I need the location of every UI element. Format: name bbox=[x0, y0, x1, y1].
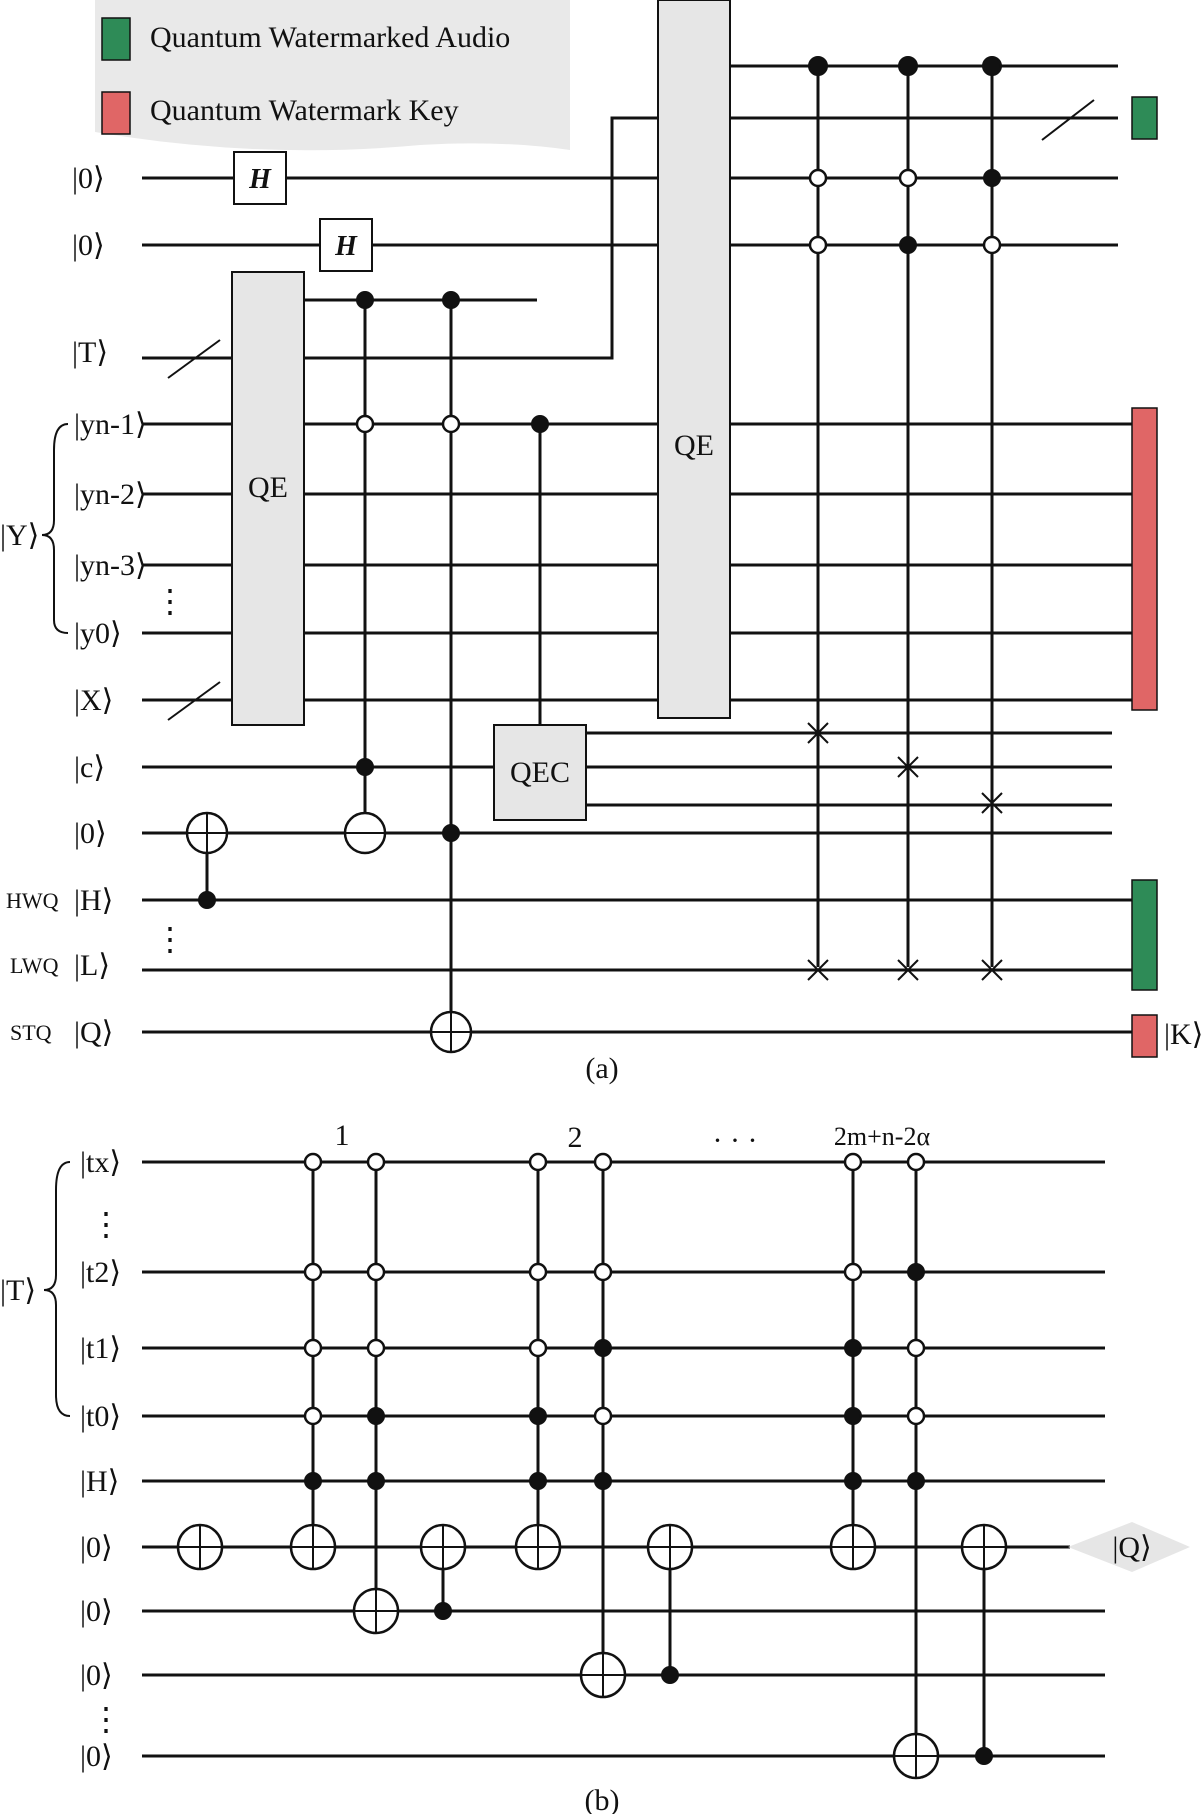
hadamard-gate-1-label: H bbox=[248, 164, 272, 195]
qubit-prefix-lwq: LWQ bbox=[10, 953, 59, 978]
qubit-label-a-12: |Q⟩ bbox=[74, 1016, 113, 1049]
output-audio-bar-bottom bbox=[1131, 879, 1158, 991]
qubit-label-b-7: |0⟩ bbox=[80, 1659, 113, 1692]
legend-label-key: Quantum Watermark Key bbox=[150, 94, 459, 127]
qubit-label-a-11: |L⟩ bbox=[74, 949, 110, 982]
legend-swatch-key bbox=[101, 91, 131, 135]
output-key-bar bbox=[1131, 407, 1158, 711]
step-ellipsis: · · · bbox=[713, 1124, 758, 1157]
qubit-label-b-8: |0⟩ bbox=[80, 1740, 113, 1773]
group-label-t: |T⟩ bbox=[0, 1274, 36, 1307]
output-q-label: |Q⟩ bbox=[1112, 1531, 1151, 1564]
qubit-label-b-1: |t2⟩ bbox=[80, 1256, 121, 1289]
qubit-label-a-6: |y0⟩ bbox=[74, 617, 122, 650]
group-label-y: |Y⟩ bbox=[0, 519, 39, 552]
qubit-prefix-hwq: HWQ bbox=[6, 888, 59, 913]
qubit-label-a-9: |0⟩ bbox=[74, 817, 107, 850]
group-brace-t bbox=[43, 1161, 71, 1417]
caption-a: (a) bbox=[585, 1052, 618, 1085]
qubit-label-b-6: |0⟩ bbox=[80, 1595, 113, 1628]
hadamard-gate-2-label: H bbox=[334, 231, 358, 262]
qubit-label-a-0: |0⟩ bbox=[72, 162, 105, 195]
legend: Quantum Watermarked Audio Quantum Waterm… bbox=[95, 0, 570, 151]
group-brace-y bbox=[41, 423, 69, 634]
step-label-3: 2m+n-2α bbox=[834, 1122, 931, 1151]
qubit-label-a-2: |T⟩ bbox=[72, 336, 108, 369]
legend-swatch-audio bbox=[101, 17, 131, 61]
output-k-label: |K⟩ bbox=[1164, 1018, 1203, 1051]
qubit-label-a-4: |yn-2⟩ bbox=[74, 478, 147, 511]
qubit-label-a-10: |H⟩ bbox=[74, 884, 113, 917]
qe-gate-1-label: QE bbox=[248, 471, 288, 504]
ellipsis-hl: ⋮ bbox=[154, 921, 186, 957]
qubit-label-a-3: |yn-1⟩ bbox=[74, 408, 147, 441]
qubit-label-a-8: |c⟩ bbox=[74, 751, 105, 784]
step-label-2: 2 bbox=[568, 1121, 583, 1154]
hadamard-gate-1 bbox=[233, 151, 287, 205]
panel-a: H H QE QE QEC bbox=[0, 0, 1203, 1085]
hadamard-gate-2 bbox=[319, 218, 373, 272]
qec-gate-label: QEC bbox=[510, 756, 570, 789]
ellipsis-zero: ⋮ bbox=[90, 1701, 122, 1737]
qubit-label-b-3: |t0⟩ bbox=[80, 1400, 121, 1433]
qubit-label-a-1: |0⟩ bbox=[72, 229, 105, 262]
legend-label-audio: Quantum Watermarked Audio bbox=[150, 21, 510, 54]
qubit-label-a-7: |X⟩ bbox=[74, 684, 113, 717]
qe-gate-1 bbox=[231, 271, 305, 726]
qubit-label-b-4: |H⟩ bbox=[80, 1465, 119, 1498]
qe-gate-2 bbox=[657, 0, 731, 719]
qubit-label-a-5: |yn-3⟩ bbox=[74, 549, 147, 582]
qubit-prefix-stq: STQ bbox=[10, 1020, 52, 1045]
ellipsis-y: ⋮ bbox=[154, 583, 186, 619]
qe-gate-2-label: QE bbox=[674, 429, 714, 462]
step-label-1: 1 bbox=[335, 1119, 350, 1152]
output-audio-bar-top bbox=[1131, 96, 1158, 140]
ellipsis-t: ⋮ bbox=[90, 1206, 122, 1242]
panel-b: 1 2 · · · 2m+n-2α bbox=[0, 1119, 1190, 1814]
qubit-label-b-5: |0⟩ bbox=[80, 1531, 113, 1564]
caption-b: (b) bbox=[585, 1784, 620, 1814]
output-q-diamond bbox=[1068, 1522, 1190, 1572]
output-k-bar bbox=[1131, 1014, 1158, 1058]
qubit-label-b-0: |tx⟩ bbox=[80, 1146, 121, 1179]
qubit-label-b-2: |t1⟩ bbox=[80, 1332, 121, 1365]
qec-gate bbox=[493, 724, 587, 821]
